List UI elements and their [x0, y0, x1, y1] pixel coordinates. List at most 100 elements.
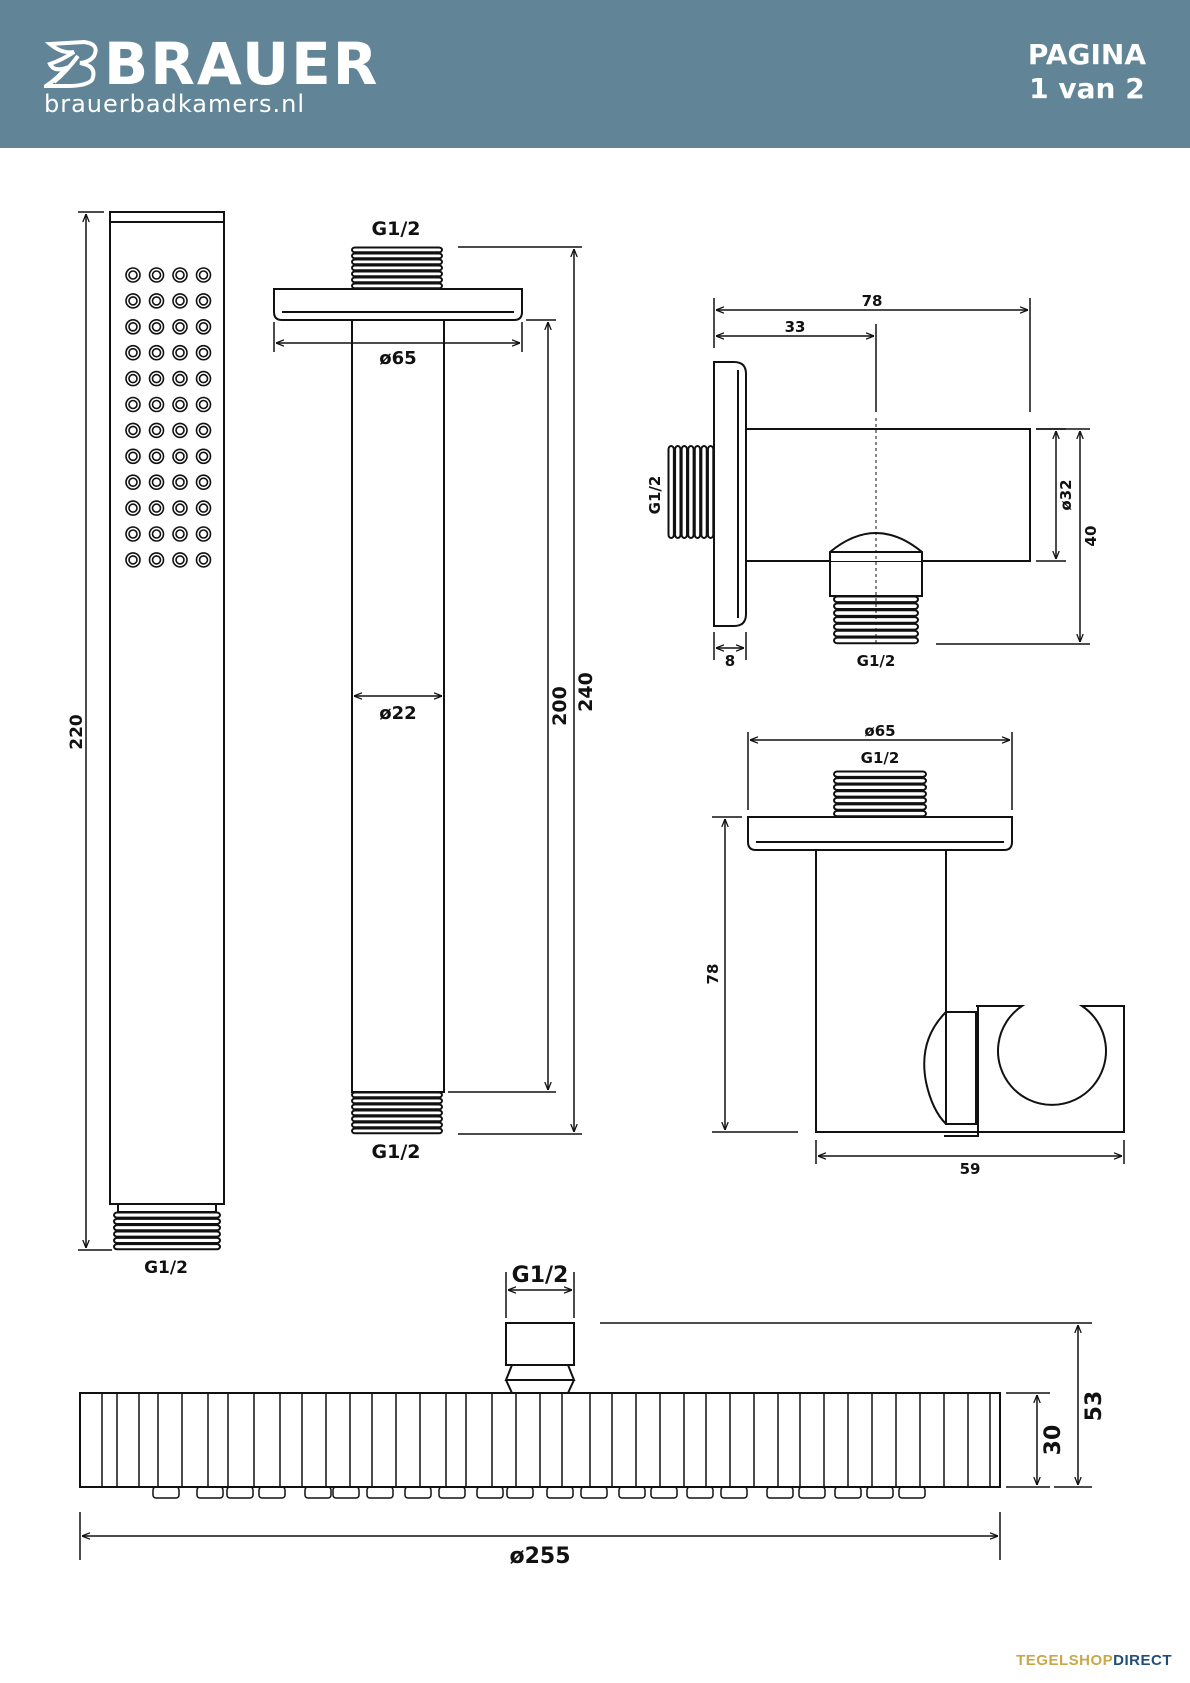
thread-ridge — [351, 1097, 443, 1105]
nozzle-outer — [148, 318, 165, 335]
nozzle-outer — [148, 370, 165, 387]
nozzle-outer — [125, 526, 141, 542]
wall-holder-height-label: 78 — [704, 964, 722, 985]
rain-shower-dimension-255 — [79, 1512, 1001, 1560]
thread-ridge — [351, 276, 443, 284]
nozzle-outer — [195, 474, 212, 491]
nozzle-outer — [172, 422, 188, 439]
rain-nozzle — [366, 1486, 394, 1499]
nozzle-outer — [195, 267, 212, 283]
wall-outlet-back-thread-icon — [667, 445, 715, 539]
thread-ridge — [833, 803, 927, 811]
wall-outlet-outlet-thread-label: G1/2 — [857, 652, 896, 670]
nozzle-outer — [195, 500, 212, 516]
thread-ridge — [351, 1115, 443, 1123]
hand-shower-drawing — [109, 211, 225, 1251]
hand-shower-dimension-220 — [78, 211, 112, 1251]
nozzle-inner — [151, 425, 162, 436]
nozzle-outer — [195, 370, 212, 387]
nozzle-inner — [198, 451, 209, 462]
footer-watermark-part2: DIRECT — [1113, 1652, 1172, 1669]
nozzle-outer — [125, 500, 141, 516]
thread-ridge — [833, 777, 927, 785]
rain-shower-body-height-label: 30 — [1041, 1425, 1066, 1456]
nozzle-inner — [128, 373, 138, 384]
wall-holder-thread-label: G1/2 — [861, 749, 900, 767]
brauer-logo-icon — [44, 39, 98, 88]
nozzle-inner — [175, 321, 185, 332]
rain-nozzle — [580, 1486, 608, 1499]
nozzle-inner — [198, 477, 209, 488]
wall-holder-dimension-78 — [712, 816, 798, 1133]
nozzle-inner — [175, 270, 185, 280]
thread-ridge — [351, 1103, 443, 1111]
thread-ridge — [700, 445, 708, 539]
nozzle-outer — [125, 552, 141, 568]
nozzle-inner — [198, 399, 209, 410]
rain-nozzle — [196, 1486, 224, 1499]
wall-holder-dimension-65 — [747, 732, 1013, 810]
wall-outlet-dimension-8 — [713, 632, 747, 660]
rain-nozzle — [834, 1486, 862, 1499]
rain-shower-total-height-label: 53 — [1082, 1391, 1107, 1422]
nozzle-inner — [198, 503, 209, 513]
thread-ridge — [833, 595, 919, 604]
nozzle-inner — [128, 270, 138, 280]
nozzle-inner — [151, 321, 162, 332]
thread-ridge — [687, 445, 695, 539]
page-indicator: PAGINA 1 van 2 — [1028, 38, 1146, 106]
nozzle-inner — [175, 477, 185, 488]
thread-ridge — [113, 1217, 221, 1225]
rain-nozzle — [546, 1486, 574, 1499]
rain-nozzle — [898, 1486, 926, 1499]
rain-shower-fins — [101, 1393, 991, 1487]
wall-outlet-drawing — [667, 361, 1031, 645]
ceiling-arm-dimension-65 — [273, 322, 523, 352]
nozzle-outer — [148, 422, 165, 439]
rain-nozzle — [304, 1486, 332, 1499]
wall-outlet-dimension-33 — [716, 324, 877, 412]
thread-ridge — [113, 1211, 221, 1219]
thread-ridge — [674, 445, 682, 539]
thread-ridge — [351, 1127, 443, 1135]
nozzle-outer — [148, 344, 165, 361]
nozzle-outer — [148, 267, 165, 283]
nozzle-inner — [151, 555, 162, 565]
nozzle-outer — [148, 474, 165, 491]
nozzle-outer — [172, 448, 188, 465]
footer-watermark-part1: TEGELSHOP — [1016, 1652, 1114, 1669]
nozzle-outer — [125, 448, 141, 465]
nozzle-inner — [198, 347, 209, 358]
nozzle-inner — [128, 425, 138, 436]
nozzle-inner — [128, 399, 138, 410]
ceiling-arm-inner-length-label: 200 — [549, 686, 571, 726]
thread-ridge — [680, 445, 689, 539]
rain-shower-drawing — [79, 1322, 1001, 1499]
hand-shower-thread-icon — [113, 1211, 221, 1251]
wall-outlet-dimension-78 — [713, 298, 1031, 412]
nozzle-outer — [172, 396, 188, 413]
ceiling-arm-top-thread-icon — [351, 246, 443, 290]
nozzle-outer — [148, 396, 165, 413]
nozzle-inner — [128, 477, 138, 488]
nozzle-inner — [198, 529, 209, 539]
thread-ridge — [833, 790, 927, 798]
nozzle-outer — [125, 293, 141, 309]
hand-shower-length-label: 220 — [67, 714, 87, 750]
rain-shower-dimension-30 — [1006, 1392, 1050, 1488]
nozzle-outer — [125, 318, 141, 335]
thread-ridge — [833, 809, 927, 818]
wall-holder-dimension-59 — [815, 1140, 1125, 1164]
nozzle-inner — [175, 555, 185, 565]
nozzle-outer — [148, 448, 165, 465]
nozzle-outer — [195, 344, 212, 361]
nozzle-outer — [195, 526, 212, 542]
rain-nozzle — [332, 1486, 360, 1499]
rain-nozzle — [438, 1486, 466, 1499]
rain-nozzle — [152, 1486, 180, 1499]
nozzle-inner — [128, 451, 138, 462]
rain-nozzle — [686, 1486, 714, 1499]
rain-nozzle — [720, 1486, 748, 1499]
thread-ridge — [351, 270, 443, 278]
nozzle-inner — [151, 503, 162, 513]
